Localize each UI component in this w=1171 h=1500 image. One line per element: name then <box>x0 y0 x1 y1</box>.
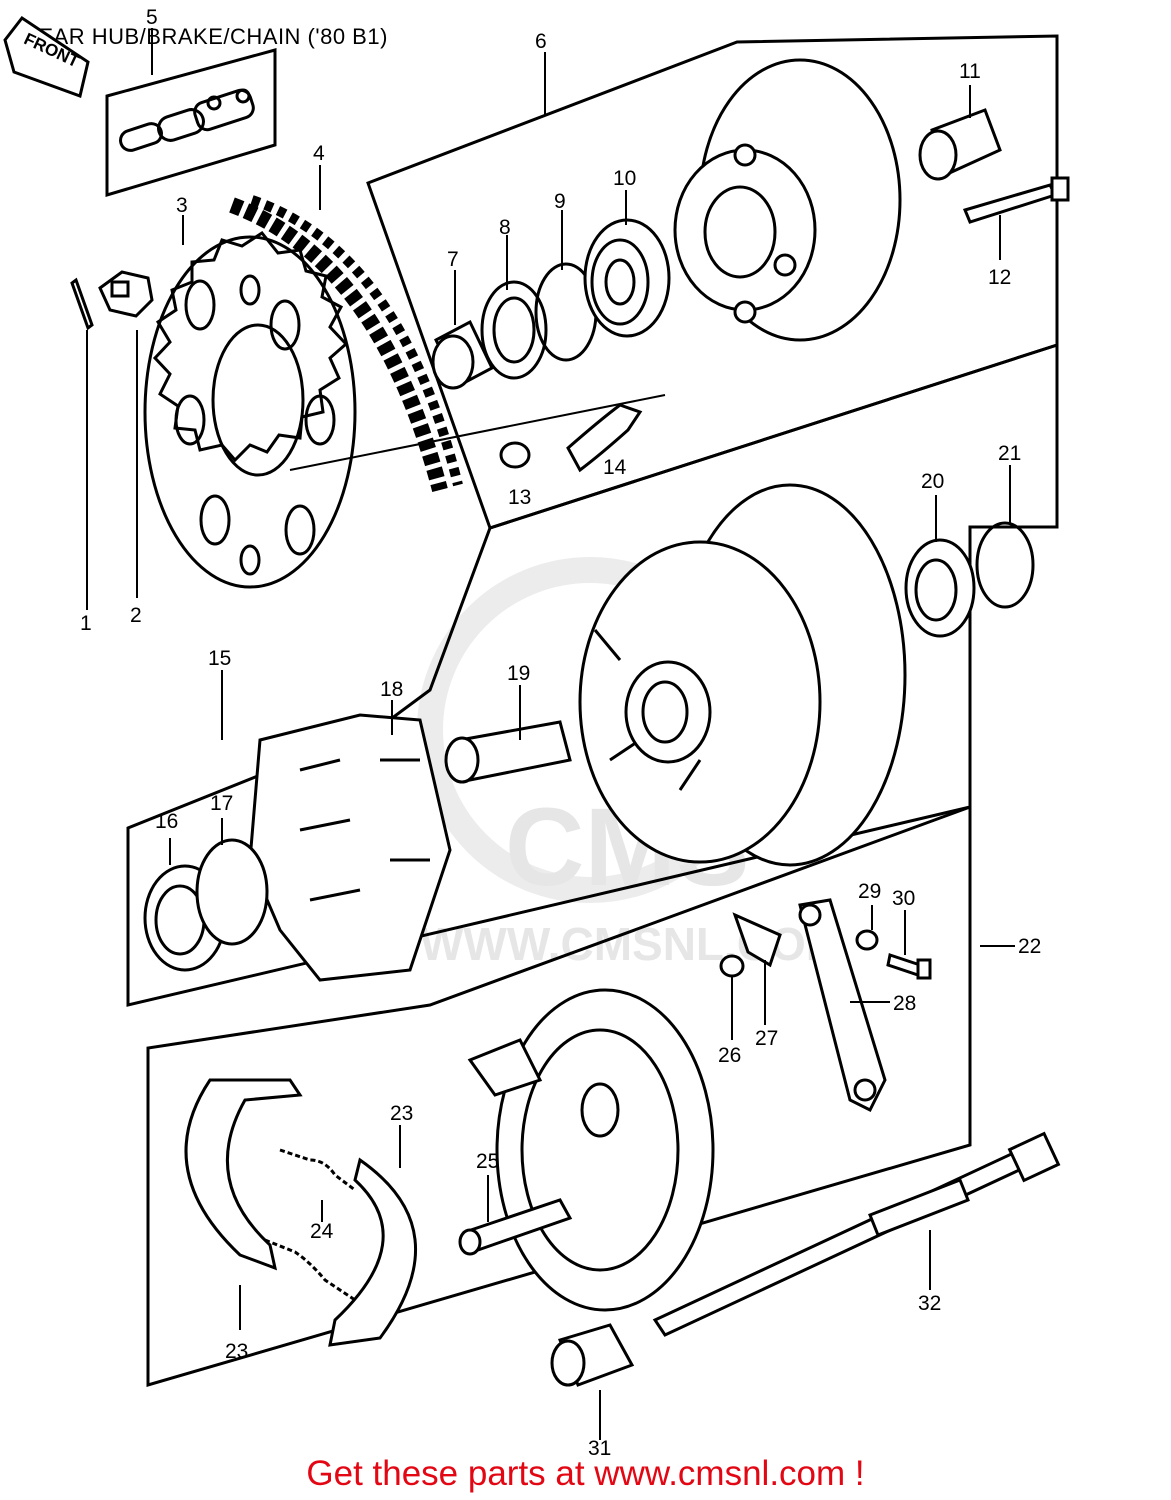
castle-nut-icon <box>98 270 154 318</box>
callout-21: 21 <box>998 442 1021 465</box>
callout-26: 26 <box>718 1044 741 1067</box>
axle-collar-icon <box>550 1323 635 1387</box>
callout-4: 4 <box>313 142 325 165</box>
coupling-bearing-icon <box>143 838 269 972</box>
ball-bearing-icon <box>583 218 671 338</box>
cotter-pin-icon <box>70 277 94 331</box>
brake-shoe-icon <box>328 1157 418 1347</box>
diagram-title: REAR HUB/BRAKE/CHAIN ('80 B1) <box>22 24 388 49</box>
rear-hub-icon <box>578 483 907 867</box>
callout-32: 32 <box>918 1292 941 1315</box>
front-arrow-icon: FRONT <box>3 15 90 98</box>
rear-sprocket-icon <box>143 231 357 589</box>
hub-bolt-icon <box>962 176 1070 224</box>
callout-28: 28 <box>893 992 916 1015</box>
rear-axle-icon <box>652 1131 1061 1337</box>
callout-27: 27 <box>755 1027 778 1050</box>
master-link-icon <box>119 88 255 152</box>
callout-22: 22 <box>1018 935 1041 958</box>
rear-bearing-icon <box>904 538 976 638</box>
callout-18: 18 <box>380 678 403 701</box>
oil-seal-icon <box>480 280 548 380</box>
callout-numbers: 5 6 3 4 7 8 9 10 11 12 13 14 1 2 15 16 1… <box>80 6 1041 1460</box>
callout-20: 20 <box>921 470 944 493</box>
callout-1: 1 <box>80 612 92 635</box>
brake-cam-icon <box>458 1198 573 1256</box>
hub-damper-icon <box>248 713 452 982</box>
brake-lever-icon <box>798 898 887 1113</box>
brake-panel-icon <box>467 988 715 1312</box>
callout-31: 31 <box>588 1437 611 1460</box>
callout-8: 8 <box>499 216 511 239</box>
callout-17: 17 <box>210 792 233 815</box>
watermark-url: WWW.CMSNL.COM <box>420 918 844 970</box>
sprocket-hub-icon <box>673 58 902 342</box>
callout-10: 10 <box>613 167 636 190</box>
callout-29: 29 <box>858 880 881 903</box>
wear-indicator-icon <box>719 912 782 978</box>
callout-9: 9 <box>554 190 566 213</box>
panel-master-link <box>105 48 277 198</box>
panel-brake <box>146 804 972 1388</box>
hub-distance-collar-icon <box>444 720 572 784</box>
callout-23-lower: 23 <box>225 1340 248 1363</box>
callout-13: 13 <box>508 486 531 509</box>
leader-lines <box>289 394 666 471</box>
callout-30: 30 <box>892 887 915 910</box>
shoe-spring-icon <box>264 1148 356 1302</box>
callout-6: 6 <box>535 30 547 53</box>
callout-14: 14 <box>603 456 627 479</box>
footer-link[interactable]: Get these parts at www.cmsnl.com ! <box>306 1454 865 1493</box>
lever-bolt-icon <box>886 953 932 980</box>
lever-washer-icon <box>855 929 879 951</box>
collar-icon <box>431 319 494 390</box>
callout-15: 15 <box>208 647 231 670</box>
callout-12: 12 <box>988 266 1011 289</box>
callout-23-upper: 23 <box>390 1102 413 1125</box>
hub-collar-icon <box>918 108 1002 181</box>
callout-leader-lines <box>86 28 1015 1440</box>
panel-rear-hub <box>126 342 1059 1007</box>
hub-circlip-icon <box>975 521 1035 609</box>
callout-3: 3 <box>176 194 188 217</box>
callout-24: 24 <box>310 1220 334 1243</box>
callout-16: 16 <box>155 810 178 833</box>
chain-adjuster-icon <box>499 403 643 473</box>
callout-11: 11 <box>959 60 981 83</box>
callout-5: 5 <box>146 6 158 29</box>
callout-25: 25 <box>476 1150 499 1173</box>
callout-7: 7 <box>447 248 459 271</box>
callout-19: 19 <box>507 662 530 685</box>
drive-chain-icon <box>229 195 463 493</box>
callout-2: 2 <box>130 604 142 627</box>
brake-shoe-icon <box>184 1078 303 1271</box>
